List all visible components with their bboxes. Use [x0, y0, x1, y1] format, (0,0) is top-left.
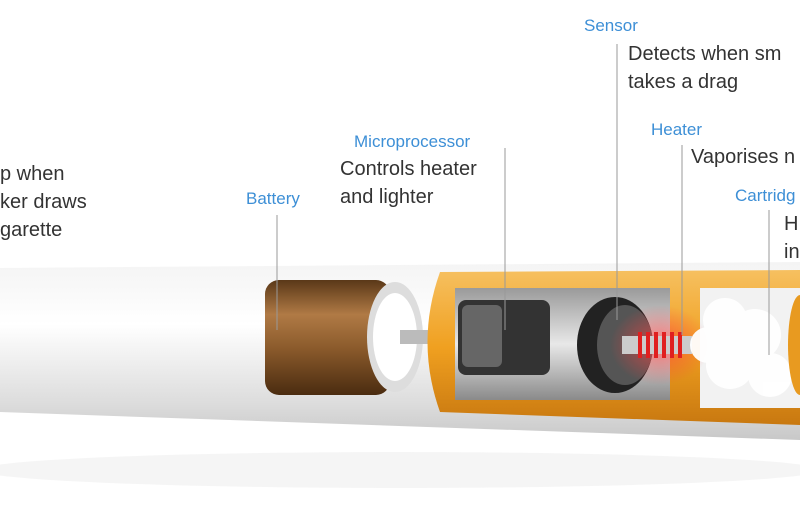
cartridge-label: Cartridg [735, 186, 796, 205]
heater-graphic [610, 305, 710, 385]
lighter-description: p when ker draws garette [0, 160, 87, 244]
cigarette-shadow [0, 452, 800, 488]
desc-line: H [784, 213, 799, 235]
cartridge-end [788, 295, 800, 395]
desc-line: takes a drag [628, 71, 739, 93]
cartridge-vapour-graphic [690, 298, 792, 397]
leader-lines [276, 44, 770, 355]
microprocessor-description: Controls heater and lighter [340, 155, 477, 211]
desc-line: ker draws [0, 191, 87, 213]
desc-line: Controls heater [340, 158, 477, 180]
desc-line: Vaporises n [691, 146, 796, 168]
desc-line: garette [0, 219, 63, 241]
microprocessor-label: Microprocessor [354, 132, 471, 151]
desc-line: and lighter [340, 186, 434, 208]
heater-label: Heater [651, 120, 703, 139]
sensor-label: Sensor [584, 16, 638, 35]
microprocessor-graphic [458, 300, 550, 375]
desc-line: p when [0, 163, 65, 185]
battery-graphic [265, 280, 460, 395]
desc-line: Detects when sm [628, 43, 782, 65]
sensor-description: Detects when sm takes a drag [628, 40, 781, 96]
cartridge-description: H in [784, 210, 800, 266]
heater-description: Vaporises n [691, 143, 795, 171]
desc-line: in [784, 241, 800, 263]
battery-label: Battery [246, 189, 300, 208]
